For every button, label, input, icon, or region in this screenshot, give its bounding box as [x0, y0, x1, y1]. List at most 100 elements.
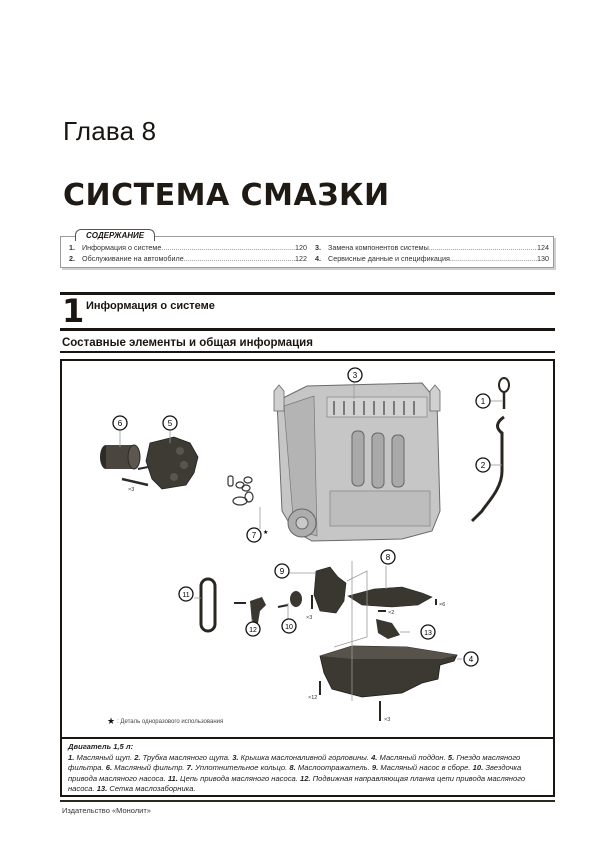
caption-item: 13. Сетка маслозаборника.	[96, 784, 196, 794]
caption-item: 6. Масляный фильтр.	[105, 763, 185, 773]
toc-column-left: 1. Информация о системе 120 2. Обслужива…	[69, 242, 307, 264]
oil-pan-illustration	[319, 645, 458, 721]
callout-11: 11	[178, 586, 194, 602]
dipstick-tube-illustration	[470, 415, 505, 523]
single-use-part-note: ★ : Деталь одноразового использования	[107, 716, 223, 727]
caption-heading: Двигатель 1,5 л:	[68, 742, 134, 751]
table-of-contents: СОДЕРЖАНИЕ 1. Информация о системе 120 2…	[60, 229, 554, 268]
footer-rule	[60, 800, 555, 802]
oil-filter-housing-illustration	[121, 436, 199, 490]
toc-leader-dots	[450, 253, 537, 264]
toc-leader-dots	[429, 242, 537, 253]
callout-5: 5	[162, 415, 178, 431]
caption-item: 4. Масляный поддон.	[371, 752, 446, 762]
toc-leader-dots	[161, 242, 295, 253]
oil-pump-illustration	[311, 566, 347, 614]
single-use-part-note-text: : Деталь одноразового использования	[117, 718, 224, 725]
exploded-diagram-figure: 1 2 3 4 5 6 7 ★ 8	[60, 359, 555, 797]
oil-strainer-illustration	[376, 610, 400, 639]
callout-7: 7 ★	[246, 527, 268, 543]
toc-item-page: 124	[537, 243, 549, 252]
svg-text:4: 4	[469, 655, 474, 664]
figure-caption: Двигатель 1,5 л: 1. Масляный щуп. 2. Тру…	[68, 742, 548, 795]
callout-3: 3	[347, 367, 363, 383]
caption-item: 11. Цепь привода масляного насоса.	[167, 773, 298, 783]
toc-item-number: 3.	[315, 243, 321, 252]
quantity-labels: ×3 ×3 ×2 ×6 ×12 ×3	[128, 487, 445, 723]
toc-item[interactable]: 2. Обслуживание на автомобиле 122	[69, 253, 307, 264]
subsection-rule	[60, 351, 555, 353]
svg-text:13: 13	[424, 630, 432, 637]
svg-text:10: 10	[285, 624, 293, 631]
callout-9: 9	[274, 563, 290, 579]
svg-text:×12: ×12	[308, 695, 317, 701]
lubrication-system-diagram: 1 2 3 4 5 6 7 ★ 8	[100, 367, 510, 723]
section-bottom-rule	[60, 328, 555, 331]
svg-text:7: 7	[252, 531, 257, 540]
caption-item: 10. Звездочка привода масляного насоса.	[68, 763, 522, 783]
svg-text:×3: ×3	[306, 615, 312, 621]
oil-baffle-illustration	[347, 586, 437, 608]
engine-block-illustration	[273, 382, 441, 542]
svg-text:×6: ×6	[439, 602, 445, 608]
caption-item: 8. Маслоотражатель.	[289, 763, 370, 773]
caption-item: 9. Масляный насос в сборе.	[371, 763, 471, 773]
svg-text:11: 11	[182, 592, 189, 599]
toc-leader-dots	[184, 253, 295, 264]
svg-text:×2: ×2	[388, 610, 394, 616]
callout-13: 13	[420, 624, 436, 640]
toc-item-text: Информация о системе	[82, 243, 162, 252]
caption-item: 3. Крышка маслоналивной горловины.	[232, 752, 369, 762]
oil-filter-illustration	[100, 444, 141, 470]
section-number: 1	[62, 292, 85, 330]
star-icon: ★	[107, 716, 116, 726]
svg-text:5: 5	[168, 419, 173, 428]
svg-text:9: 9	[280, 567, 285, 576]
toc-item-number: 1.	[69, 243, 75, 252]
caption-item: 5. Гнездо масляного фильтра.	[68, 752, 521, 773]
toc-item[interactable]: 4. Сервисные данные и спецификация 130	[315, 253, 549, 264]
svg-text:1: 1	[481, 397, 486, 406]
callout-12: 12	[245, 621, 261, 637]
toc-item-page: 122	[295, 254, 307, 263]
caption-item: 12. Подвижная направляющая планка цепи п…	[68, 773, 526, 794]
figure-caption-divider	[62, 737, 553, 739]
sprocket-illustration	[277, 591, 302, 608]
toc-item-text: Замена компонентов системы	[328, 243, 429, 252]
toc-item-text: Сервисные данные и спецификация	[328, 254, 450, 263]
callout-2: 2	[475, 457, 491, 473]
toc-item-page: 120	[295, 243, 307, 252]
caption-item: 1. Масляный щуп.	[68, 752, 133, 762]
section-top-rule	[60, 292, 555, 295]
svg-text:8: 8	[386, 553, 391, 562]
caption-item: 7. Уплотнительное кольцо.	[186, 763, 288, 773]
callout-4: 4	[463, 651, 479, 667]
svg-text:×3: ×3	[128, 487, 134, 493]
svg-text:2: 2	[481, 461, 486, 470]
toc-item[interactable]: 3. Замена компонентов системы 124	[315, 242, 549, 253]
caption-item: 2. Трубка масляного щупа.	[134, 752, 231, 762]
svg-text:6: 6	[118, 419, 123, 428]
toc-heading: СОДЕРЖАНИЕ	[75, 229, 156, 241]
toc-column-right: 3. Замена компонентов системы 124 4. Сер…	[315, 242, 549, 264]
callout-6: 6	[112, 415, 128, 431]
svg-text:★: ★	[263, 529, 268, 536]
callout-10: 10	[281, 618, 297, 634]
callout-1: 1	[475, 393, 491, 409]
toc-item[interactable]: 1. Информация о системе 120	[69, 242, 307, 253]
toc-item-number: 2.	[69, 254, 75, 263]
chapter-title: СИСТЕМА СМАЗКИ	[63, 178, 390, 213]
section-title: Информация о системе	[86, 300, 215, 312]
callout-8: 8	[380, 549, 396, 565]
drive-chain-illustration	[199, 577, 217, 633]
publisher-footer: Издательство «Монолит»	[62, 806, 151, 815]
toc-item-page: 130	[537, 254, 549, 263]
toc-item-text: Обслуживание на автомобиле	[82, 254, 184, 263]
svg-text:3: 3	[353, 371, 358, 380]
o-rings-illustration	[227, 475, 254, 506]
svg-text:×3: ×3	[384, 717, 390, 723]
subsection-title: Составные элементы и общая информация	[62, 337, 313, 349]
toc-item-number: 4.	[315, 254, 321, 263]
dipstick-illustration	[498, 377, 510, 409]
chain-guide-illustration	[234, 597, 266, 623]
